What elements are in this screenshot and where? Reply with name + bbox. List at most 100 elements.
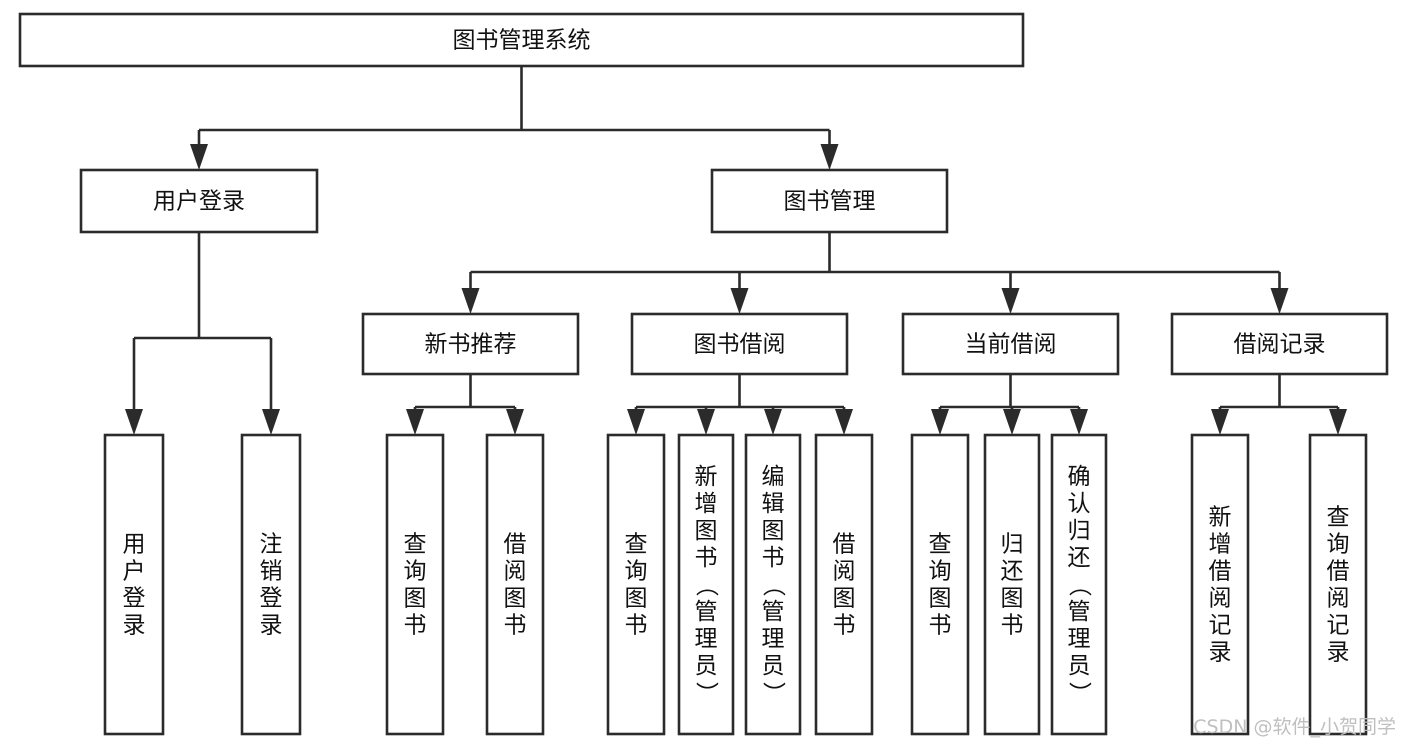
node-label-glyph: 销 (260, 559, 283, 585)
node-label-glyph: 辑 (762, 491, 785, 517)
node-label-glyph: 员 (762, 653, 785, 679)
arrow-head-icon (697, 409, 715, 435)
arrow-head-icon (262, 409, 280, 435)
node-label-glyph: 记 (1327, 613, 1350, 639)
node-label-glyph: 书 (1001, 613, 1024, 639)
node-label-glyph: 阅 (1327, 586, 1350, 612)
node-box-leaf-query-book-3[interactable] (910, 433, 970, 736)
node-box-leaf-query-book-1[interactable] (385, 433, 445, 736)
connector-layer (125, 66, 1347, 435)
node-box-leaf-add-book[interactable] (677, 433, 735, 736)
node-label-glyph: 增 (695, 491, 718, 517)
node-label-glyph: 管 (762, 599, 785, 625)
node-box-leaf-confirm-return[interactable] (1050, 433, 1108, 736)
node-label-glyph: 录 (123, 613, 146, 639)
node-box-leaf-query-book-2[interactable] (606, 433, 666, 736)
node-label-glyph: 书 (504, 613, 527, 639)
arrow-head-icon (931, 409, 949, 435)
arrow-head-icon (461, 288, 480, 314)
node-label-leaf-user-login: 用户登录 (123, 532, 146, 639)
node-label-glyph: 图 (1001, 586, 1024, 612)
arrow-head-icon (1001, 288, 1020, 314)
node-label-glyph: 图 (929, 586, 952, 612)
arrow-head-icon (1329, 409, 1347, 435)
arrow-head-icon (764, 409, 782, 435)
node-label-glyph: 录 (260, 613, 283, 639)
node-label-glyph: 书 (929, 613, 952, 639)
node-label-glyph: ） (1066, 682, 1092, 705)
node-label-glyph: 认 (1068, 491, 1091, 517)
node-label-glyph: 增 (1209, 532, 1232, 558)
node-label-current-borrow: 当前借阅 (965, 332, 1057, 358)
node-label-glyph: 户 (123, 559, 146, 585)
node-label-glyph: 图 (625, 586, 648, 612)
node-label-glyph: 还 (1068, 545, 1091, 571)
arrow-head-icon (1270, 288, 1289, 314)
node-box-book-manage[interactable] (710, 168, 949, 234)
node-label-glyph: 查 (625, 532, 648, 558)
node-box-leaf-add-record[interactable] (1190, 433, 1250, 736)
arrow-head-icon (730, 288, 749, 314)
node-box-new-book-recommend[interactable] (361, 312, 580, 376)
node-box-current-borrow[interactable] (901, 312, 1120, 376)
arrow-head-icon (506, 409, 524, 435)
node-label-glyph: ） (693, 682, 719, 705)
node-label-glyph: 查 (929, 532, 952, 558)
node-label-glyph: 用 (123, 532, 146, 558)
arrow-head-icon (835, 409, 853, 435)
node-box-root[interactable] (18, 12, 1025, 68)
node-box-leaf-return-book[interactable] (983, 433, 1041, 736)
node-label-glyph: 阅 (833, 559, 856, 585)
node-box-leaf-borrow-book-2[interactable] (814, 433, 874, 736)
arrow-head-icon (1070, 409, 1088, 435)
node-label-glyph: （ (760, 574, 786, 597)
node-box-book-borrow[interactable] (630, 312, 849, 376)
node-label-glyph: 编 (762, 464, 785, 490)
node-label-glyph: 图 (762, 518, 785, 544)
node-box-leaf-user-login[interactable] (103, 433, 165, 736)
node-label-glyph: 归 (1001, 532, 1024, 558)
node-label-glyph: 查 (1327, 505, 1350, 531)
node-label-glyph: 书 (404, 613, 427, 639)
node-label-glyph: （ (693, 574, 719, 597)
node-box-layer (18, 12, 1389, 736)
node-label-glyph: 记 (1209, 613, 1232, 639)
node-label-user-login: 用户登录 (153, 189, 245, 215)
node-box-user-login[interactable] (79, 168, 319, 234)
node-label-glyph: 图 (833, 586, 856, 612)
arrow-head-icon (406, 409, 424, 435)
node-box-borrow-record[interactable] (1170, 312, 1389, 376)
node-label-glyph: ） (760, 682, 786, 705)
node-box-leaf-query-record[interactable] (1308, 433, 1368, 736)
node-label-glyph: 借 (833, 532, 856, 558)
node-label-layer: 图书管理系统用户登录图书管理新书推荐图书借阅当前借阅借阅记录用户登录注销登录查询… (123, 28, 1350, 705)
node-label-glyph: （ (1066, 574, 1092, 597)
arrow-head-icon (820, 144, 839, 170)
node-label-glyph: 图 (404, 586, 427, 612)
node-box-leaf-logout[interactable] (240, 433, 302, 736)
node-label-glyph: 图 (504, 586, 527, 612)
node-label-glyph: 书 (762, 545, 785, 571)
node-label-glyph: 图 (695, 518, 718, 544)
node-label-glyph: 询 (625, 559, 648, 585)
node-label-glyph: 阅 (1209, 586, 1232, 612)
node-box-leaf-edit-book[interactable] (744, 433, 802, 736)
node-label-glyph: 理 (1068, 626, 1091, 652)
node-label-glyph: 询 (1327, 532, 1350, 558)
arrow-head-icon (1003, 409, 1021, 435)
node-label-book-manage: 图书管理 (784, 189, 876, 215)
node-box-leaf-borrow-book-1[interactable] (485, 433, 545, 736)
arrow-head-icon (1211, 409, 1229, 435)
node-label-glyph: 录 (1209, 640, 1232, 666)
node-label-glyph: 书 (833, 613, 856, 639)
node-label-glyph: 书 (625, 613, 648, 639)
